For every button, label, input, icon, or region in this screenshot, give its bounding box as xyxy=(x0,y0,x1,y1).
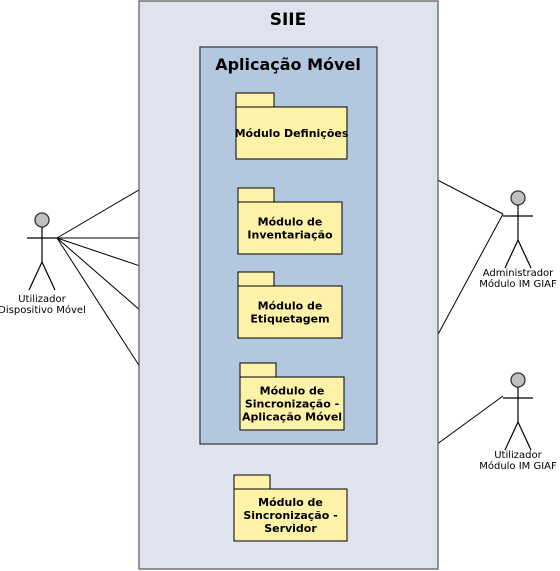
package-label: Sincronização - xyxy=(245,398,339,411)
actor-label: Utilizador xyxy=(18,294,66,305)
package-label: Módulo de xyxy=(260,385,325,398)
package-definicoes[interactable]: Módulo Definições xyxy=(235,92,349,160)
package-label: Servidor xyxy=(264,522,317,535)
actor-head-icon xyxy=(510,190,526,206)
package-tab xyxy=(237,271,275,287)
package-label: Sincronização - xyxy=(243,509,337,522)
package-label: Módulo de xyxy=(258,216,323,229)
system-title: SIIE xyxy=(270,10,307,30)
package-label: Módulo de xyxy=(258,300,323,313)
actor-head-icon xyxy=(34,212,50,228)
package-body xyxy=(235,106,348,160)
package-tab xyxy=(233,474,271,490)
package-tab xyxy=(237,187,275,203)
package-tab xyxy=(239,362,277,378)
actor-body-icon xyxy=(517,421,532,451)
actor-body-icon xyxy=(504,239,519,269)
actor-label: Módulo IM GIAF xyxy=(479,278,557,290)
package-tab xyxy=(235,92,275,108)
package-label: Módulo Definições xyxy=(235,127,349,140)
package-body xyxy=(239,376,345,431)
package-label: Aplicação Móvel xyxy=(242,411,342,424)
subsystem-title: Aplicação Móvel xyxy=(215,55,361,74)
package-label: Inventariação xyxy=(247,229,333,242)
actor-head-icon xyxy=(510,372,526,388)
actor-body-icon xyxy=(41,261,56,291)
actor-body-icon xyxy=(517,239,532,269)
actor-body-icon xyxy=(504,421,519,451)
actor-label: Dispositivo Móvel xyxy=(0,304,86,316)
actor-label: Módulo IM GIAF xyxy=(479,460,557,472)
actor-label: Utilizador xyxy=(494,450,542,461)
package-label: Etiquetagem xyxy=(250,313,329,326)
package-body xyxy=(237,201,343,255)
package-body xyxy=(233,488,348,542)
actor-body-icon xyxy=(28,261,43,291)
actor-label: Administrador xyxy=(483,268,554,279)
package-label: Módulo de xyxy=(258,496,323,509)
package-body xyxy=(237,285,343,339)
